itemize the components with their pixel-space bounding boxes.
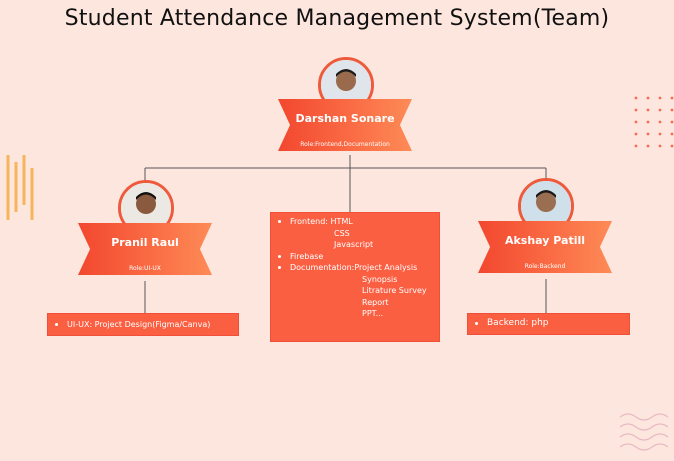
list-item: Firebase (270, 251, 440, 263)
list-item: Documentation:Project Analysis (270, 262, 440, 274)
center-task-box: Frontend: HTML CSS Javascript Firebase D… (270, 212, 440, 342)
decorative-dots-icon (634, 96, 674, 148)
left-task-box: UI-UX: Project Design(Figma/Canva) (47, 313, 239, 336)
lead-ribbon: Darshan Sonare Role:Frontend,Documentati… (278, 99, 412, 151)
right-member-role: Role:Backend (524, 263, 566, 270)
list-item: UI-UX: Project Design(Figma/Canva) (47, 319, 239, 331)
list-item: Frontend: HTML (270, 216, 440, 228)
list-item: CSS (334, 228, 350, 238)
page-title: Student Attendance Management System(Tea… (64, 6, 610, 31)
list-item: Synopsis (362, 274, 398, 284)
list-item: Report (362, 297, 389, 307)
decorative-waves-icon (619, 413, 669, 451)
left-member-role: Role:UI-UX (129, 265, 161, 272)
right-task-box: Backend: php (467, 313, 630, 335)
left-member-ribbon: Pranil Raul Role:UI-UX (78, 223, 212, 275)
lead-name: Darshan Sonare (295, 112, 395, 125)
lead-role: Role:Frontend,Documentation (300, 141, 390, 148)
left-member-name: Pranil Raul (111, 236, 179, 249)
list-item: Litrature Survey (362, 286, 427, 295)
list-item: Javascript (334, 240, 374, 249)
right-member-name: Akshay Patill (504, 234, 586, 247)
decorative-stripes-icon (6, 155, 34, 220)
list-item: PPT... (362, 309, 384, 318)
right-member-ribbon: Akshay Patill Role:Backend (478, 221, 612, 273)
list-item: Backend: php (467, 318, 630, 330)
